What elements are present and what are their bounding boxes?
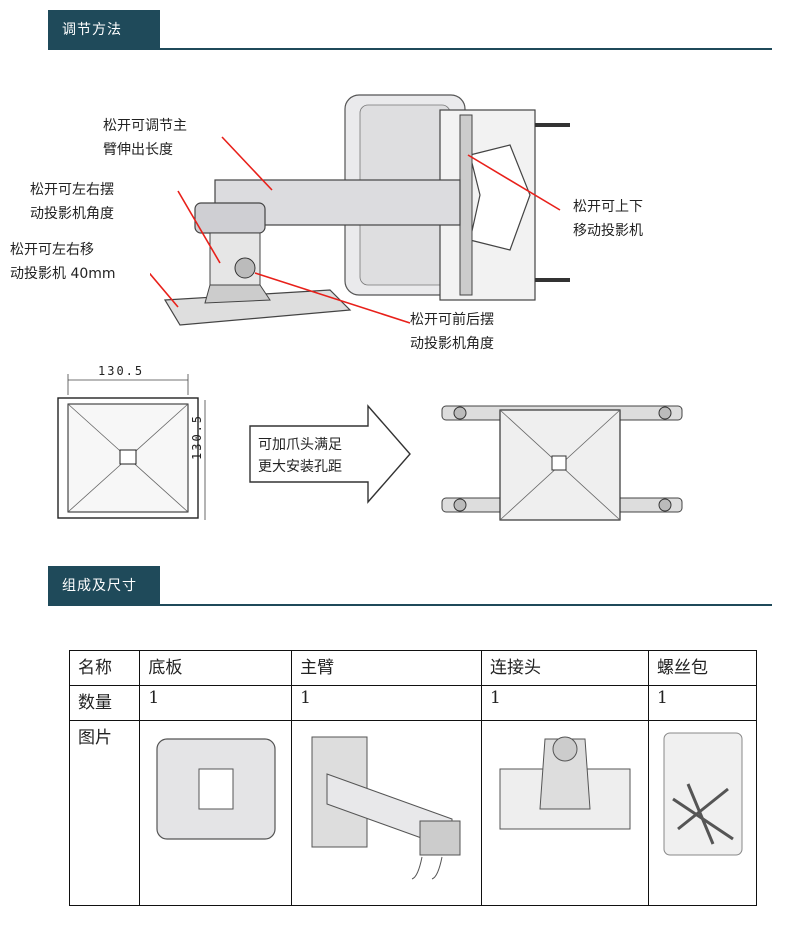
table-cell — [481, 720, 650, 906]
table-cell: 螺丝包 — [648, 650, 757, 686]
table-cell: 连接头 — [481, 650, 650, 686]
table-row-image: 图片 — [68, 720, 757, 906]
row-label: 数量 — [68, 685, 141, 721]
callout-swing-angle: 松开可左右摆 动投影机角度 — [30, 182, 114, 222]
table-row-qty: 数量 1 1 1 1 — [68, 685, 757, 721]
table-row-name: 名称 底板 主臂 连接头 螺丝包 — [68, 650, 757, 686]
header-rule — [160, 604, 772, 606]
plate-dimension-drawing — [57, 374, 206, 520]
header-rule — [160, 48, 772, 50]
parts-table: 名称 底板 主臂 连接头 螺丝包 数量 1 1 1 1 图片 — [68, 650, 757, 906]
callout-tilt-angle: 松开可前后摆 动投影机角度 — [410, 312, 494, 352]
table-cell: 1 — [648, 685, 757, 721]
main-arm-image — [311, 736, 461, 880]
screw-pack-image — [663, 732, 742, 856]
base-plate-image — [156, 738, 276, 840]
plate-with-claws — [441, 405, 683, 521]
callout-up-down: 松开可上下 移动投影机 — [573, 199, 643, 239]
table-cell — [291, 720, 483, 906]
callout-shift-40mm: 松开可左右移 动投影机 40mm — [10, 242, 116, 282]
row-label: 名称 — [68, 650, 141, 686]
dim-height: 130.5 — [190, 413, 204, 460]
dim-width: 130.5 — [98, 364, 145, 378]
table-cell: 1 — [139, 685, 293, 721]
table-cell: 主臂 — [291, 650, 483, 686]
claw-note: 可加爪头满足 更大安装孔距 — [258, 437, 342, 475]
section-title: 调节方法 — [48, 10, 160, 50]
table-cell — [139, 720, 293, 906]
connector-image — [499, 736, 631, 830]
table-cell: 1 — [481, 685, 650, 721]
section-title: 组成及尺寸 — [48, 566, 160, 606]
table-cell: 1 — [291, 685, 483, 721]
claw-arrow — [249, 404, 411, 504]
mount-illustration — [150, 94, 570, 326]
table-cell: 底板 — [139, 650, 293, 686]
callout-arm-length: 松开可调节主 臂伸出长度 — [103, 118, 187, 158]
row-label: 图片 — [68, 720, 141, 906]
table-cell — [648, 720, 757, 906]
